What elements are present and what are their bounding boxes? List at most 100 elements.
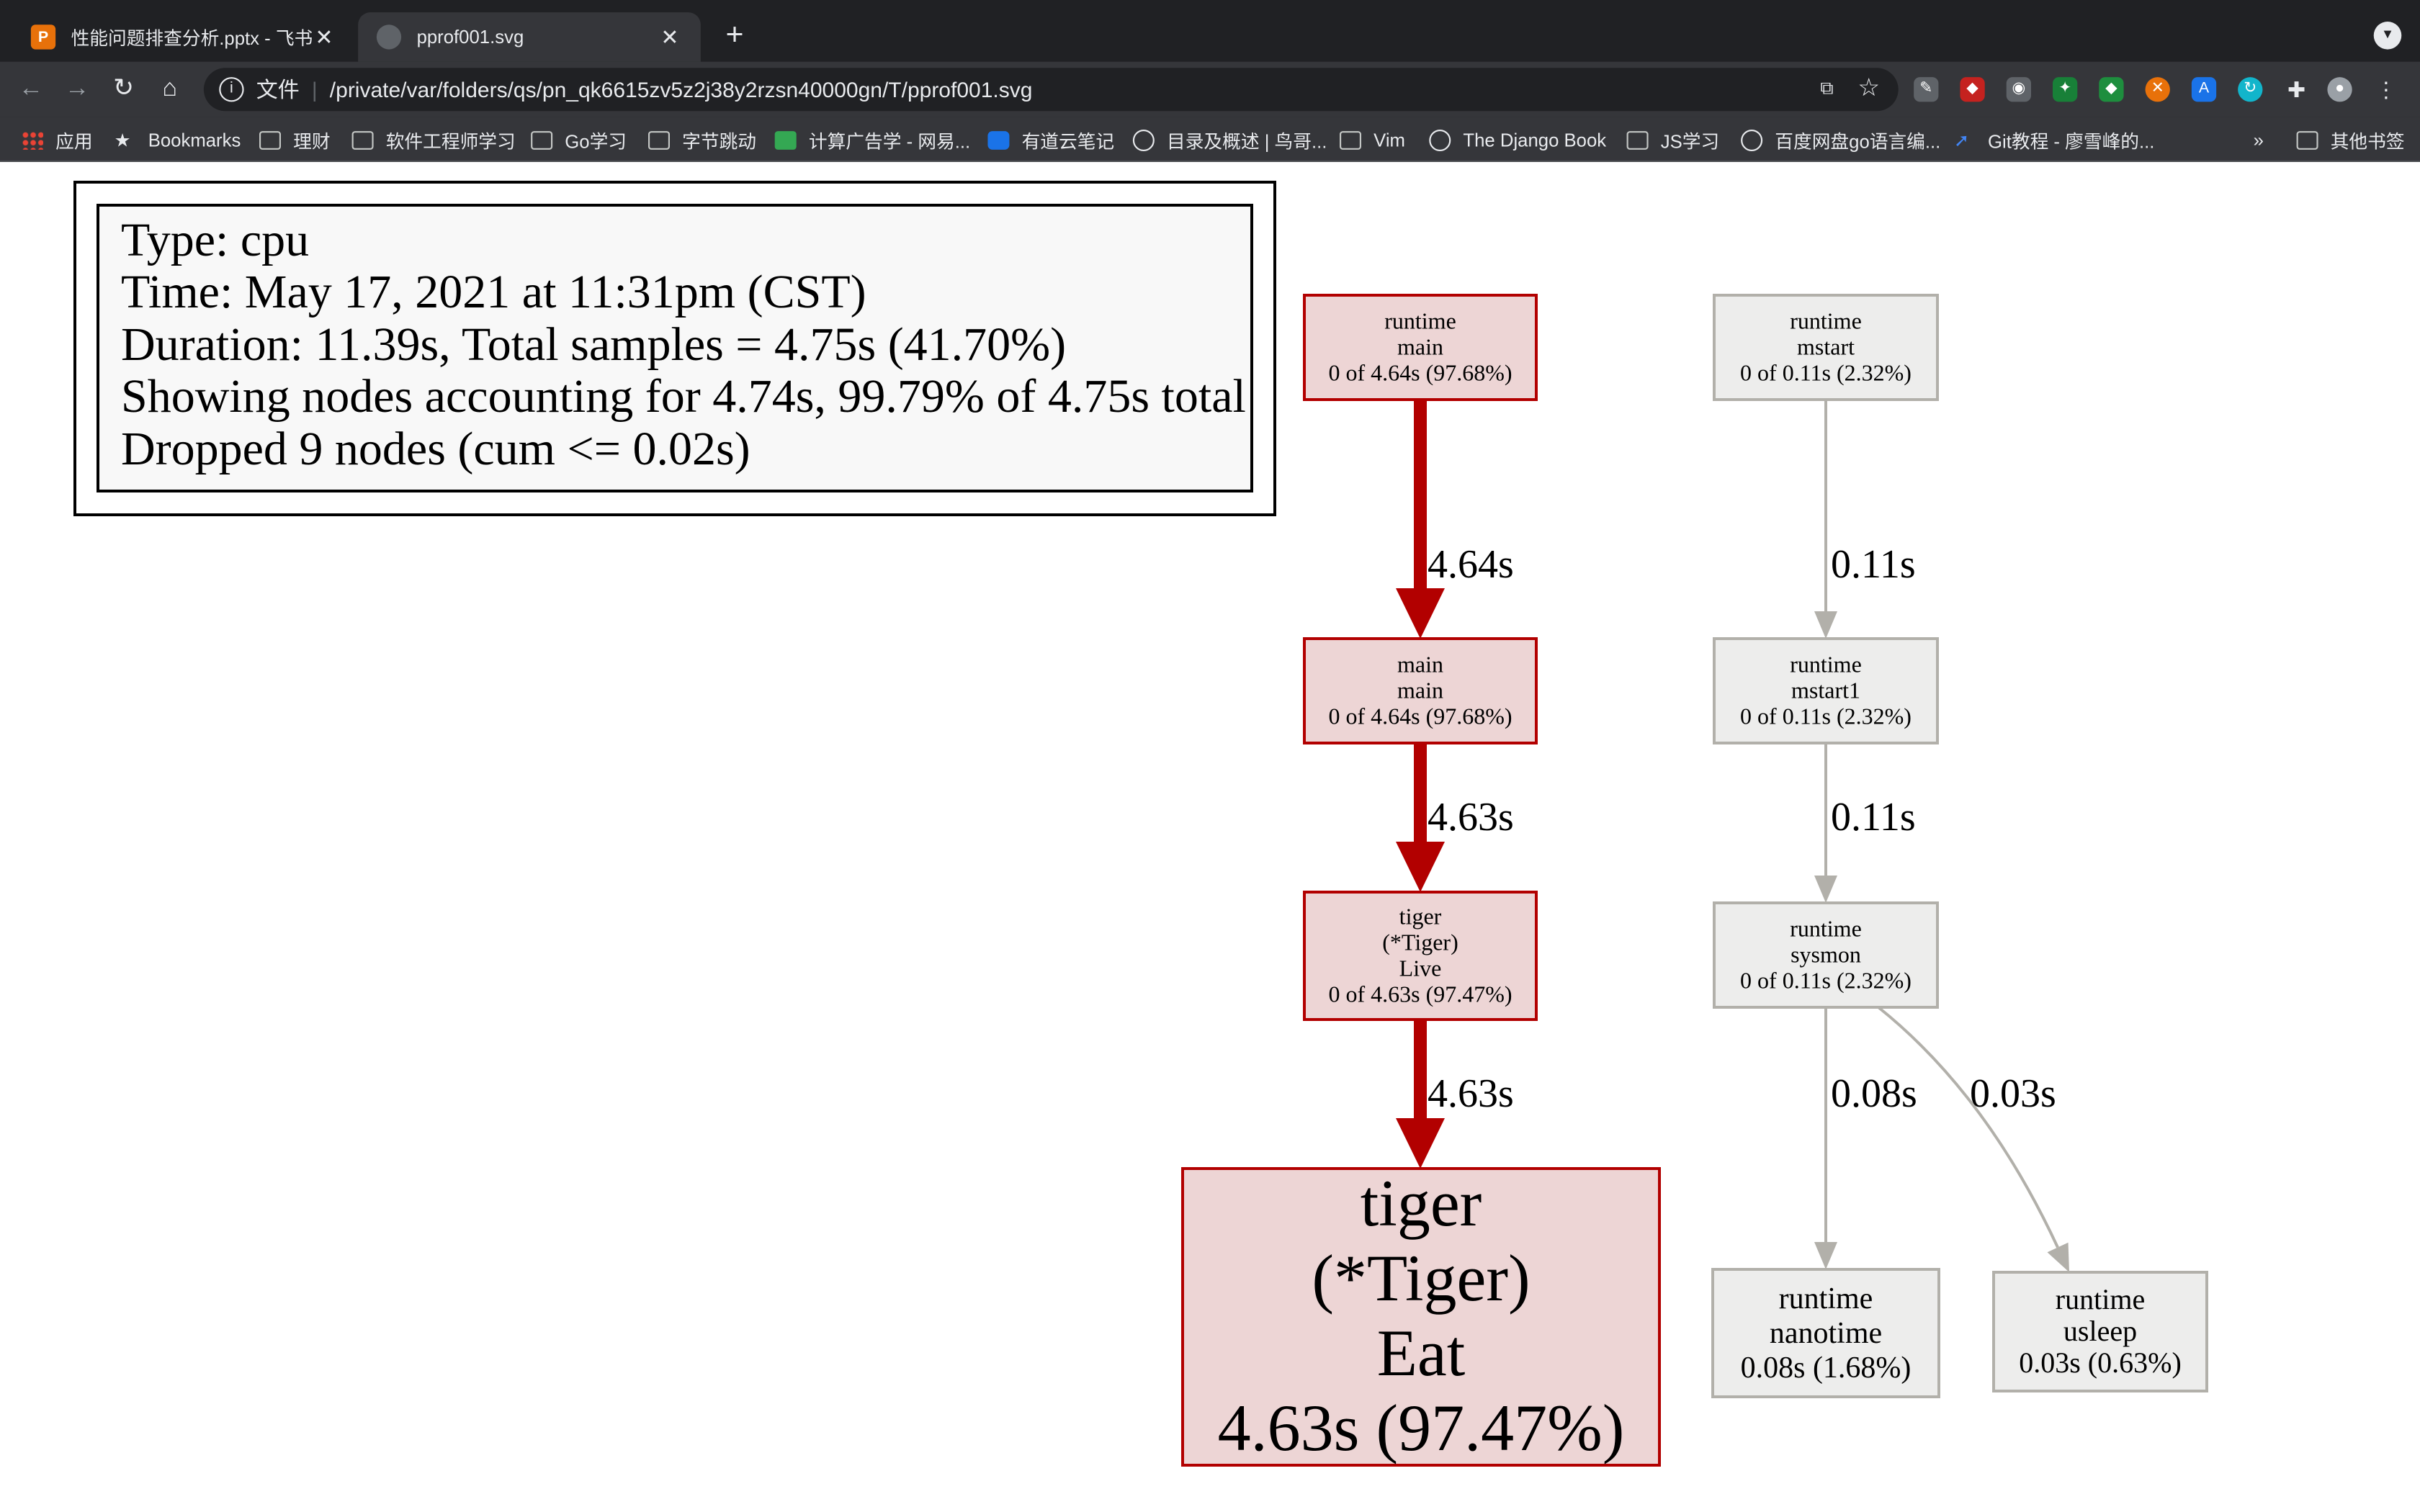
bookmark-youdao[interactable]: 有道云笔记 [987,127,1114,155]
bookmark-django[interactable]: The Django Book [1429,127,1606,155]
back-icon[interactable]: ← [18,76,43,102]
evernote-extension-icon[interactable]: ◆ [2099,77,2124,102]
bookmark-ads[interactable]: 计算广告学 - 网易... [774,127,971,155]
node-label-line: 4.63s (97.47%) [1218,1391,1625,1464]
orange-extension-icon[interactable]: ✕ [2145,77,2170,102]
edge-arrowhead-icon [1396,1118,1445,1169]
pen-extension-icon[interactable]: ✎ [1914,77,1939,102]
bookmark-star-icon[interactable]: ☆ [1857,76,1880,102]
close-tab-icon[interactable]: ✕ [315,24,333,49]
bookmark-baidu[interactable]: 百度网盘go语言编... [1741,127,1940,155]
legend-showing: Showing nodes accounting for 4.74s, 99.7… [121,370,1246,423]
bookmark-folder-software[interactable]: 软件工程师学习 [351,127,516,155]
extension-badge-icon[interactable]: ◆ [1960,77,1985,102]
node-label-line: usleep [2063,1315,2137,1347]
bookmark-folder-bytedance[interactable]: 字节跳动 [648,127,756,155]
tab-pptx[interactable]: P 性能问题排查分析.pptx - 飞书云 ✕ [12,12,355,62]
apps-grid-icon [22,131,43,150]
edge-main-main-to-tiger-live[interactable]: 4.63s [1396,743,1514,892]
bookmark-label: 字节跳动 [682,130,757,153]
close-tab-icon[interactable]: ✕ [660,24,679,49]
bookmark-label: 目录及概述 | 鸟哥... [1167,130,1327,153]
bookmark-label: 软件工程师学习 [385,130,516,153]
bookmark-label: 计算广告学 - 网易... [808,130,971,153]
folder-icon [1626,131,1649,150]
node-box [1713,901,1939,1009]
bookmark-folder-js[interactable]: JS学习 [1626,127,1720,155]
reload-icon[interactable]: ↻ [113,76,134,102]
extensions-puzzle-icon[interactable]: ✚ [2287,77,2306,102]
tab-pprof[interactable]: pprof001.svg ✕ [358,12,701,62]
refresh-extension-icon[interactable]: ↻ [2238,77,2263,102]
node-label-line: 0 of 4.63s (97.47%) [1328,981,1512,1007]
home-icon[interactable]: ⌂ [162,76,178,102]
translate-icon[interactable]: ⧉ [1820,77,1834,99]
bookmark-niaoge[interactable]: 目录及概述 | 鸟哥... [1132,127,1327,155]
legend-type: Type: cpu [121,214,309,266]
edge-tiger-live-to-tiger-eat[interactable]: 4.63s [1396,1020,1514,1169]
leaf-extension-icon[interactable]: ✦ [2053,77,2078,102]
new-tab-button[interactable]: + [725,18,744,53]
tab-title: pprof001.svg [416,26,524,48]
node-label-line: runtime [1790,308,1862,334]
globe-icon [1429,130,1451,151]
camera-extension-icon[interactable]: ◉ [2006,77,2031,102]
bookmark-folder-vim[interactable]: Vim [1340,127,1405,155]
node-box [1303,637,1538,744]
edge-runtime-mstart1-to-runtime-sysmon[interactable]: 0.11s [1814,743,1916,903]
node-label-line: runtime [1779,1282,1873,1315]
menu-kebab-icon[interactable]: ⋮ [2375,77,2397,102]
url-text[interactable]: /private/var/folders/qs/pn_qk6615zv5z2j3… [329,77,1033,102]
bookmarks-overflow-button[interactable]: » [2253,130,2264,151]
edge-runtime-sysmon-to-runtime-nanotime[interactable]: 0.08s [1814,1007,1917,1269]
address-bar[interactable]: i 文件 | /private/var/folders/qs/pn_qk6615… [203,68,1899,112]
translate-extension-icon[interactable]: A [2191,77,2217,102]
edge-runtime-sysmon-to-runtime-usleep[interactable]: 0.03s [1877,1006,2069,1272]
edge-label: 0.08s [1831,1071,1917,1116]
node-label-line: 0 of 4.64s (97.68%) [1328,703,1512,729]
node-label-line: 0 of 0.11s (2.32%) [1740,703,1912,729]
edge-runtime-main-to-main-main[interactable]: 4.64s [1396,400,1514,639]
forward-icon[interactable]: → [65,76,90,102]
folder-icon [351,131,374,150]
bookmark-git[interactable]: ➚ Git教程 - 廖雪峰的... [1954,127,2155,155]
folder-icon [259,131,281,150]
bookmark-apps[interactable]: 应用 [22,127,93,155]
edge-arrowhead-icon [1814,1242,1837,1269]
edge-runtime-mstart-to-runtime-mstart1[interactable]: 0.11s [1814,400,1916,639]
bookmark-label: Vim [1373,130,1405,151]
tab-search-icon[interactable]: ▾ [2373,22,2402,50]
toolbar: ← → ↻ ⌂ i 文件 | /private/var/folders/qs/p… [0,61,2420,117]
profile-avatar-icon[interactable]: ● [2327,77,2352,102]
bookmark-bookmarks[interactable]: ★ Bookmarks [115,127,241,155]
node-box [1992,1271,2208,1392]
edge-arrowhead-icon [2047,1242,2069,1272]
bookmark-label: JS学习 [1660,130,1720,153]
edge-arrowhead-icon [1396,588,1445,639]
bookmarks-bar: 应用 ★ Bookmarks 理财 软件工程师学习 Go学习 字节跳动 计算广告… [0,117,2420,162]
node-box [1303,294,1538,401]
edge-arrowhead-icon [1814,876,1837,903]
node-label-line: 0.03s (0.63%) [2019,1346,2182,1379]
bookmark-folder-licai[interactable]: 理财 [259,127,331,155]
svg-favicon-icon [376,24,402,50]
node-label-line: main [1397,678,1443,703]
edge-label: 0.11s [1831,542,1916,587]
bookmark-folder-go[interactable]: Go学习 [531,127,627,155]
legend-duration: Duration: 11.39s, Total samples = 4.75s … [121,318,1066,371]
node-box [1711,1268,1940,1398]
bookmark-label: Go学习 [565,130,627,153]
other-bookmarks[interactable]: 其他书签 [2296,127,2405,155]
info-icon[interactable]: i [219,77,244,102]
